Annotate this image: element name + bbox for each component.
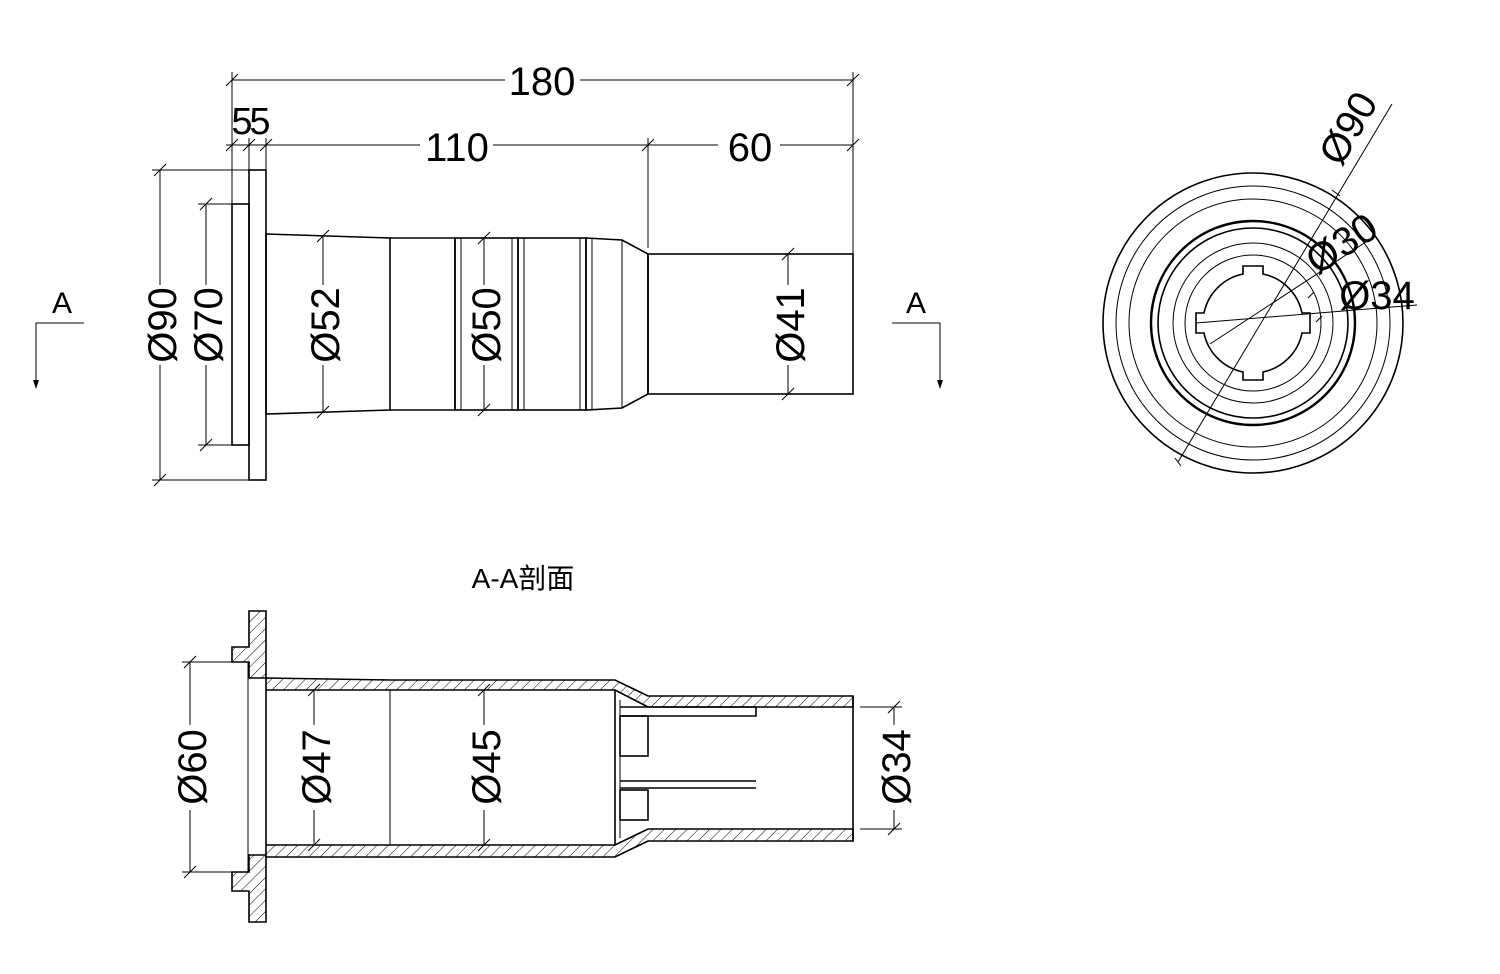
dim-groove-bore-diameter: Ø45 <box>465 683 509 852</box>
dim-groove-label: Ø50 <box>465 287 509 363</box>
side-view: 180 5 5 110 60 <box>33 60 943 487</box>
dim-flange-step-label: Ø70 <box>187 287 231 363</box>
end-inner-b-label: Ø34 <box>1339 274 1415 318</box>
dim-groove-diameter: Ø50 <box>465 231 509 417</box>
dim-body-bore-label: Ø47 <box>295 729 339 805</box>
flange-outline <box>248 169 267 481</box>
dim-5a-label: 5 <box>231 101 252 143</box>
splined-bore <box>1195 265 1311 381</box>
flange-step-outline <box>231 203 250 446</box>
dim-tail-bore-diameter: Ø34 <box>860 700 919 836</box>
dim-flange-outer-label: Ø90 <box>141 287 185 363</box>
dim-tail-length: 60 <box>648 126 860 170</box>
dim-5b-label: 5 <box>249 101 270 143</box>
section-mark-left-label: A <box>52 287 72 320</box>
dim-flange-step-diameter: Ø70 <box>187 197 232 452</box>
dim-body-label: Ø52 <box>304 287 348 363</box>
dim-tail-diameter: Ø41 <box>769 247 813 401</box>
dim-body-length: 110 <box>266 126 655 248</box>
section-mark-right-label: A <box>906 287 926 320</box>
dim-overall-length: 180 <box>225 60 860 254</box>
end-view: Ø90 Ø30 Ø34 <box>1102 85 1418 474</box>
section-title: A-A剖面 <box>472 563 575 594</box>
dim-flange-bore-label: Ø60 <box>171 729 215 805</box>
section-mark-left: A <box>33 287 84 389</box>
dim-tail-bore-label: Ø34 <box>875 729 919 805</box>
dim-110-label: 110 <box>425 126 489 170</box>
section-mark-right: A <box>892 287 943 389</box>
dim-body-diameter: Ø52 <box>304 229 348 419</box>
tail-outline <box>647 253 854 395</box>
dim-180-label: 180 <box>509 60 576 104</box>
end-outer-diameter-label: Ø90 <box>1311 85 1387 172</box>
dim-flange-thickness: 5 5 <box>225 101 273 170</box>
dim-flange-bore-diameter: Ø60 <box>171 655 232 879</box>
dim-60-label: 60 <box>728 126 773 170</box>
dim-groove-bore-label: Ø45 <box>465 729 509 805</box>
section-view: Ø60 Ø47 Ø45 Ø34 <box>171 610 919 923</box>
dim-flange-outer-diameter: Ø90 <box>141 163 249 487</box>
dim-tail-label: Ø41 <box>769 287 813 363</box>
dim-body-bore-diameter: Ø47 <box>295 683 339 852</box>
